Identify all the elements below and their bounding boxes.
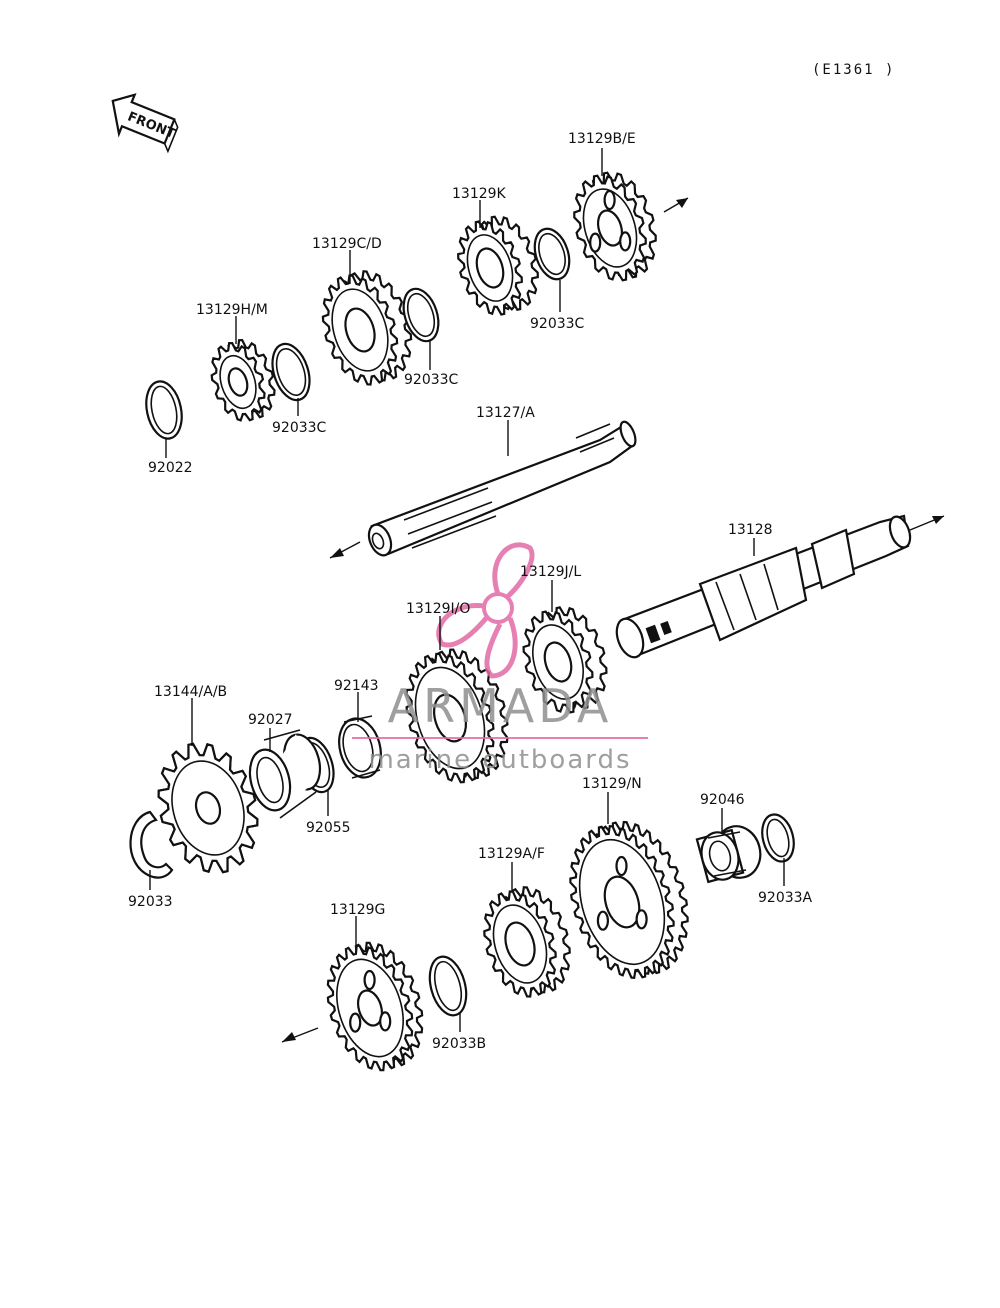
circlip-92033 <box>129 810 174 879</box>
part-labels: 13129B/E 13129K 13129C/D 13129H/M 92033C… <box>128 131 813 1052</box>
label-13129hm: 13129H/M <box>196 302 268 318</box>
gear-13129io <box>405 648 509 784</box>
label-92033b: 92033B <box>432 1036 486 1052</box>
watermark-brand: ARMADA <box>388 679 613 733</box>
label-13128: 13128 <box>728 522 773 538</box>
gear-13129n <box>569 820 689 979</box>
label-92033c-2: 92033C <box>404 372 459 388</box>
gear-13129g <box>326 941 424 1072</box>
propeller-icon <box>436 542 535 679</box>
label-13127a: 13127/A <box>476 405 535 421</box>
gear-13129be <box>573 171 657 282</box>
gear-13129k <box>457 215 539 316</box>
direction-arrow-icon <box>281 197 945 1043</box>
label-13129k: 13129K <box>452 186 507 202</box>
circlip-92033c-a <box>533 227 571 281</box>
gear-13129cd <box>321 270 413 386</box>
label-13129be: 13129B/E <box>568 131 636 147</box>
watermark-tagline: marine outboards <box>368 745 631 775</box>
label-92055: 92055 <box>306 820 351 836</box>
gear-13129jl <box>522 606 608 714</box>
label-13129af: 13129A/F <box>478 846 545 862</box>
label-13129jl: 13129J/L <box>520 564 581 580</box>
watermark-logo: ARMADA marine outboards <box>352 542 648 775</box>
label-92033a: 92033A <box>758 890 813 906</box>
collar-92143 <box>338 715 382 779</box>
gear-13129af <box>483 886 571 998</box>
circlip-92033a <box>761 813 795 863</box>
circlip-92033c-c <box>271 342 311 402</box>
bushing-92027 <box>248 729 322 819</box>
sprocket-13144ab <box>157 742 259 874</box>
label-92027: 92027 <box>248 712 293 728</box>
shaft-13128 <box>615 514 912 659</box>
label-92033c-1: 92033C <box>530 316 585 332</box>
label-13129g: 13129G <box>330 902 385 918</box>
label-13129cd: 13129C/D <box>312 236 382 252</box>
gear-13129hm <box>210 338 276 422</box>
washer-92022 <box>145 380 183 440</box>
reference-code: (E1361 ) <box>812 62 895 78</box>
label-13144ab: 13144/A/B <box>154 684 227 700</box>
label-13129io: 13129I/O <box>406 601 470 617</box>
label-92033: 92033 <box>128 894 173 910</box>
needle-bearing-92046 <box>695 825 762 884</box>
front-arrow-icon: FRONT <box>111 93 179 154</box>
label-92033c-3: 92033C <box>272 420 327 436</box>
circlip-92033b <box>428 955 468 1017</box>
label-92143: 92143 <box>334 678 379 694</box>
label-92022: 92022 <box>148 460 193 476</box>
label-92046: 92046 <box>700 792 745 808</box>
leader-lines <box>149 148 785 1032</box>
label-13129n: 13129/N <box>582 776 642 792</box>
shaft-13127a <box>367 420 637 557</box>
